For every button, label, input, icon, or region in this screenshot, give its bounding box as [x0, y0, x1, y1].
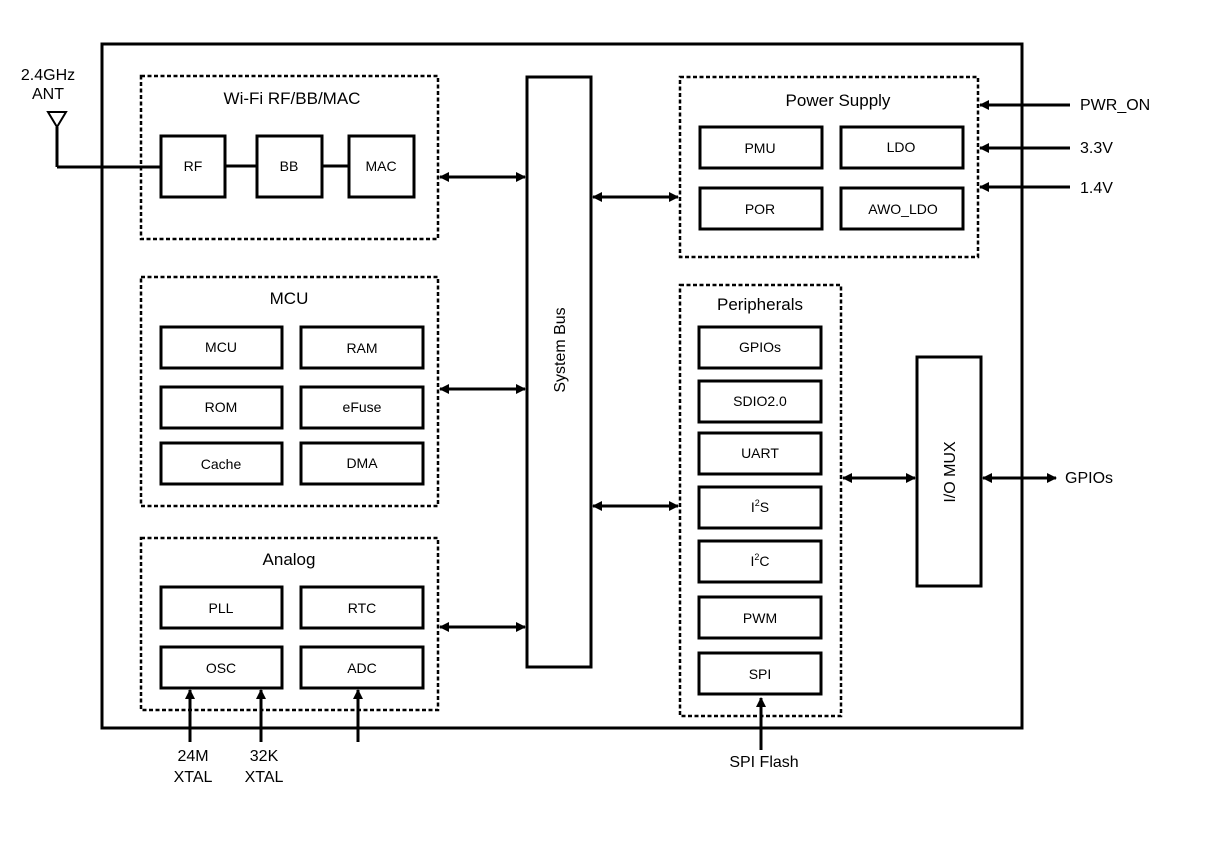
gpios-label: GPIOs: [739, 339, 781, 355]
rom-block: [159, 385, 284, 430]
ram-block: [299, 325, 425, 370]
xtal24-label: XTAL: [174, 769, 213, 786]
gpios-block: [697, 325, 823, 370]
i2s-block: [697, 485, 823, 530]
adc-label: ADC: [347, 660, 377, 676]
pwm-label: PWM: [743, 610, 777, 626]
pwm-block: [697, 595, 823, 640]
uart-label: UART: [741, 445, 779, 461]
pmu-block: [698, 125, 824, 170]
xtal24-freq-label: 24M: [177, 748, 208, 765]
bb-label: BB: [280, 158, 299, 174]
rtc-block: [299, 585, 425, 630]
io-mux-label: I/O MUX: [942, 441, 959, 503]
xtal32-label: XTAL: [245, 769, 284, 786]
pmu-label: PMU: [744, 140, 775, 156]
rf-block: [159, 134, 227, 199]
efuse-label: eFuse: [343, 399, 382, 415]
antenna-icon: [46, 111, 161, 169]
awo-ldo-block: [839, 186, 965, 231]
pwr-on-label: PWR_ON: [1080, 97, 1150, 114]
mcu-group: MCU MCU RAM ROM eFuse Cache DMA: [139, 275, 440, 508]
xtal32-freq-label: 32K: [250, 748, 279, 765]
adc-block: [299, 645, 425, 690]
mac-block: [347, 134, 416, 199]
awo-ldo-label: AWO_LDO: [868, 201, 938, 217]
ldo-block: [839, 125, 965, 170]
mcu-group-title: MCU: [270, 289, 309, 308]
por-label: POR: [745, 201, 775, 217]
sdio-block: [697, 379, 823, 424]
mcu-block: [159, 325, 284, 370]
i2c-block: [697, 539, 823, 584]
mac-label: MAC: [365, 158, 396, 174]
analog-group-title: Analog: [263, 550, 316, 569]
dma-block: [299, 441, 425, 486]
analog-group: Analog PLL RTC OSC ADC: [139, 536, 440, 712]
system-bus: [525, 75, 593, 669]
system-bus-label: System Bus: [552, 307, 569, 392]
cache-block: [159, 441, 284, 486]
por-block: [698, 186, 824, 231]
ram-label: RAM: [346, 340, 377, 356]
rtc-label: RTC: [348, 600, 377, 616]
osc-block: [159, 645, 284, 690]
efuse-block: [299, 385, 425, 430]
ldo-label: LDO: [887, 139, 916, 155]
wifi-group: Wi-Fi RF/BB/MAC RF BB MAC: [139, 74, 440, 241]
i2c-label: I2C: [750, 552, 769, 569]
cache-label: Cache: [201, 456, 242, 472]
antenna-label: ANT: [32, 86, 64, 103]
spi-flash-label: SPI Flash: [729, 754, 798, 771]
mcu-block-label: MCU: [205, 339, 237, 355]
uart-block: [697, 431, 823, 476]
gpios-out-label: GPIOs: [1065, 470, 1113, 487]
wifi-group-title: Wi-Fi RF/BB/MAC: [224, 89, 361, 108]
chip-border: [100, 42, 1024, 730]
rf-label: RF: [184, 158, 203, 174]
peripherals-group-title: Peripherals: [717, 295, 803, 314]
v14-label: 1.4V: [1080, 180, 1113, 197]
pll-label: PLL: [209, 600, 234, 616]
power-group: Power Supply PMU LDO POR AWO_LDO: [678, 75, 980, 259]
v33-label: 3.3V: [1080, 140, 1113, 157]
osc-label: OSC: [206, 660, 236, 676]
spi-block: [697, 651, 823, 696]
sdio-label: SDIO2.0: [733, 393, 787, 409]
spi-label: SPI: [749, 666, 772, 682]
pll-block: [159, 585, 284, 630]
bb-block: [255, 134, 324, 199]
i2s-label: I2S: [751, 498, 769, 515]
dma-label: DMA: [346, 455, 378, 471]
power-group-title: Power Supply: [786, 91, 891, 110]
rom-label: ROM: [205, 399, 238, 415]
peripherals-group: Peripherals GPIOs SDIO2.0 UART I2S I2C P…: [678, 283, 843, 718]
antenna-freq-label: 2.4GHz: [21, 67, 75, 84]
io-mux-block: [915, 355, 983, 588]
